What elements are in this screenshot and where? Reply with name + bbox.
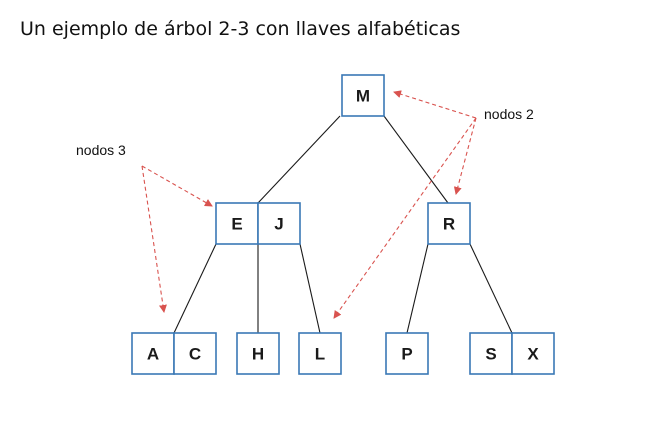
edge-r-sx bbox=[469, 243, 513, 334]
node-r: R bbox=[427, 202, 471, 245]
key-h: H bbox=[252, 345, 264, 364]
node-p: P bbox=[385, 332, 429, 375]
label-nodos-2: nodos 2 bbox=[484, 106, 534, 122]
label-nodos-3: nodos 3 bbox=[76, 142, 126, 158]
node-sx: S X bbox=[469, 332, 555, 375]
node-h: H bbox=[236, 332, 280, 375]
edge-ej-l bbox=[299, 243, 321, 334]
pointer-nodos2-r bbox=[453, 117, 477, 195]
key-s: S bbox=[485, 345, 496, 364]
key-m: M bbox=[356, 87, 370, 106]
key-l: L bbox=[315, 345, 325, 364]
key-c: C bbox=[189, 345, 201, 364]
node-ac: A C bbox=[131, 332, 217, 375]
node-m: M bbox=[341, 74, 385, 117]
pointer-arrows bbox=[141, 90, 477, 319]
tree-edges bbox=[173, 115, 513, 334]
pointer-nodos3-ac bbox=[141, 165, 167, 313]
edge-ej-ac bbox=[173, 243, 217, 334]
pointer-nodos2-l bbox=[333, 117, 477, 319]
key-r: R bbox=[443, 215, 455, 234]
key-x: X bbox=[527, 345, 539, 364]
edge-m-ej bbox=[257, 115, 341, 204]
key-j: J bbox=[274, 215, 283, 234]
node-ej: E J bbox=[215, 202, 301, 245]
pointer-nodos2-m bbox=[393, 90, 477, 119]
key-a: A bbox=[147, 345, 159, 364]
key-p: P bbox=[401, 345, 412, 364]
key-e: E bbox=[231, 215, 242, 234]
pointer-nodos3-ej bbox=[141, 165, 213, 207]
node-l: L bbox=[298, 332, 342, 375]
diagram-title: Un ejemplo de árbol 2-3 con llaves alfab… bbox=[20, 18, 461, 40]
edge-r-p bbox=[406, 243, 429, 334]
edge-m-r bbox=[383, 115, 449, 204]
